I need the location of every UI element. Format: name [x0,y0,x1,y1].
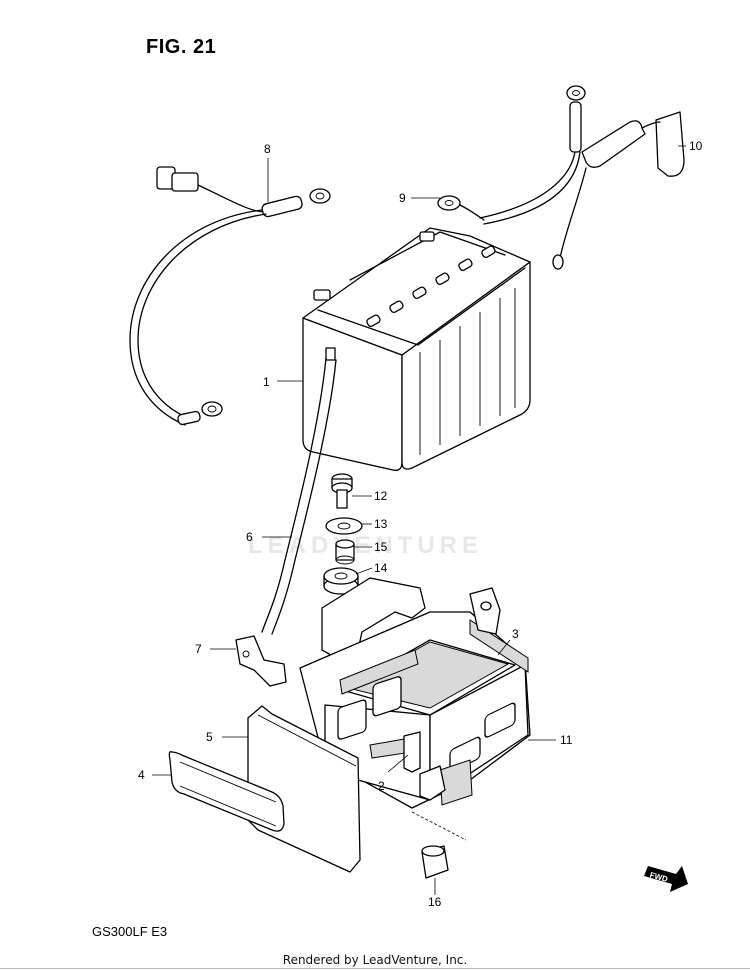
battery-part[interactable] [302,227,531,471]
cap-part[interactable] [421,845,449,879]
callout-6: 6 [246,530,253,544]
callout-2: 2 [378,779,385,793]
callout-7: 7 [195,642,202,656]
fuse-holder-cable[interactable] [437,85,685,270]
callout-13: 13 [374,517,388,531]
callout-10: 10 [689,139,703,153]
callout-5: 5 [206,730,213,744]
callout-12: 12 [374,489,388,503]
callout-9: 9 [399,191,406,205]
footer-divider [0,968,750,969]
model-code: GS300LF E3 [92,924,168,939]
fwd-arrow-icon: FWD [644,866,688,892]
callout-3: 3 [512,627,519,641]
bolt-part[interactable] [331,473,353,509]
callout-4: 4 [138,768,145,782]
battery-cable-negative[interactable] [129,166,331,426]
callout-1: 1 [263,375,270,389]
callout-14: 14 [374,561,388,575]
rubber-band[interactable] [168,751,285,832]
callout-8: 8 [264,142,271,156]
figure-title: FIG. 21 [146,36,217,58]
washer-part[interactable] [325,517,363,535]
cushion-part[interactable] [323,567,359,595]
callout-11: 11 [560,733,573,747]
collar-part[interactable] [335,539,355,565]
callout-16: 16 [428,895,442,909]
hose-clamp[interactable] [235,635,287,687]
callout-15: 15 [374,540,388,554]
footer-credit: Rendered by LeadVenture, Inc. [282,953,468,967]
breather-tube[interactable] [261,357,327,633]
